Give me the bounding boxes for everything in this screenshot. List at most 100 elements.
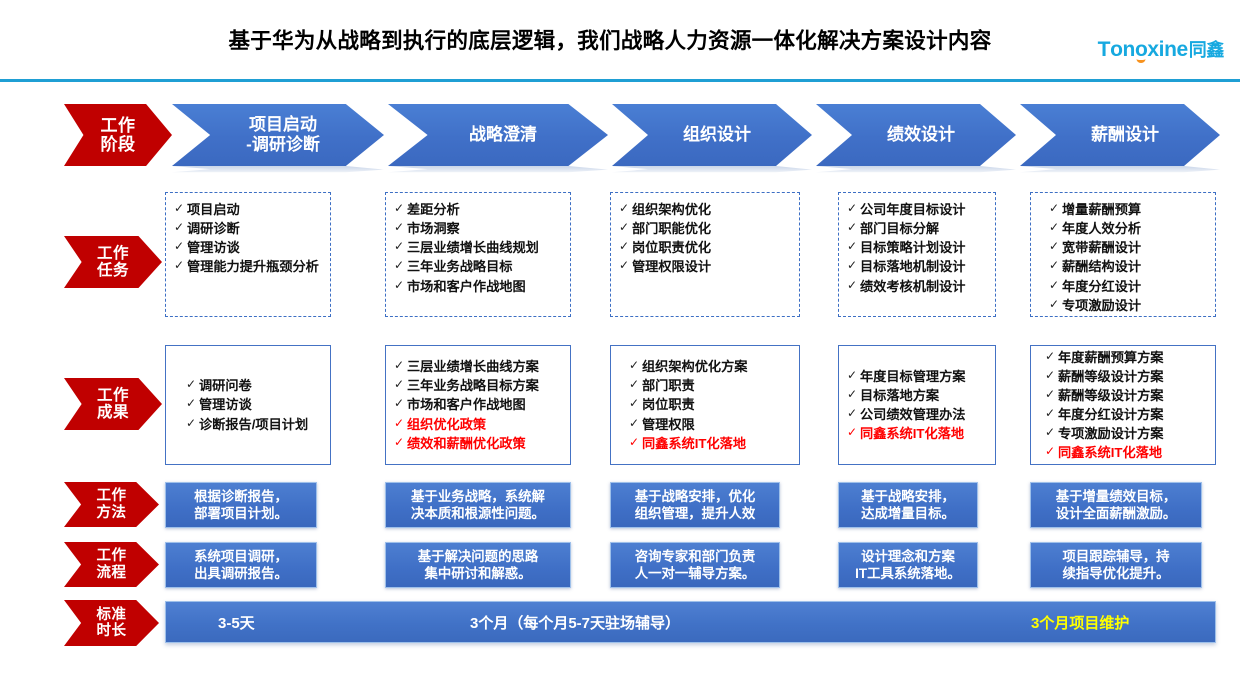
check-icon: ✓ [1049, 296, 1060, 311]
stage-chevron-2[interactable]: 战略澄清 [388, 104, 608, 166]
stage-chevron-4[interactable]: 绩效设计 [816, 104, 1016, 166]
method-box-1: 根据诊断报告， 部署项目计划。 [165, 482, 317, 528]
task-card-2: ✓差距分析 ✓市场洞察 ✓三层业绩增长曲线规划 ✓三年业务战略目标 ✓市场和客户… [385, 192, 571, 317]
method-line1: 基于战略安排， [861, 488, 955, 504]
result-item: ✓诊断报告/项目计划 [186, 415, 309, 432]
task-item: ✓目标策略计划设计 [847, 239, 966, 256]
check-icon: ✓ [847, 425, 858, 440]
check-icon: ✓ [394, 239, 405, 254]
task-item: ✓部门职能优化 [619, 220, 712, 237]
stage-chevron-3[interactable]: 组织设计 [612, 104, 812, 166]
method-line1: 基于战略安排，优化 [634, 488, 756, 504]
check-icon: ✓ [619, 239, 630, 254]
result-card-2: ✓三层业绩增长曲线方案 ✓三年业务战略目标方案 ✓市场和客户作战地图 ✓组织优化… [385, 345, 571, 465]
check-icon: ✓ [1045, 444, 1056, 459]
row-label-work-task: 工作 任务 [64, 236, 162, 288]
duration-item-3: 3个月项目维护 [1031, 602, 1129, 642]
result-item: ✓年度分红设计方案 [1045, 406, 1164, 422]
stage-chevron-shadow [612, 166, 812, 173]
task-card-3: ✓组织架构优化 ✓部门职能优化 ✓岗位职责优化 ✓管理权限设计 [610, 192, 800, 317]
process-box-3: 咨询专家和部门负责 人一对一辅导方案。 [610, 542, 780, 588]
header-divider [0, 79, 1240, 82]
task-card-5: ✓增量薪酬预算 ✓年度人效分析 ✓宽带薪酬设计 ✓薪酬结构设计 ✓年度分红设计 … [1030, 192, 1216, 317]
method-line1: 基于业务战略，系统解 [411, 488, 545, 504]
process-line1: 咨询专家和部门负责 [634, 548, 756, 564]
result-item: ✓目标落地方案 [847, 386, 940, 403]
check-icon: ✓ [629, 396, 640, 411]
task-item: ✓三年业务战略目标 [394, 258, 513, 275]
result-card-4: ✓年度目标管理方案 ✓目标落地方案 ✓公司绩效管理办法 ✓同鑫系统IT化落地 [838, 345, 996, 465]
brand-letters-on: on [1110, 38, 1135, 61]
process-line1: 设计理念和方案 [861, 548, 955, 564]
check-icon: ✓ [629, 377, 640, 392]
check-icon: ✓ [1045, 406, 1056, 420]
check-icon: ✓ [186, 377, 197, 392]
result-item: ✓岗位职责 [629, 396, 695, 413]
brand-letter-t: T [1097, 38, 1111, 61]
result-item: ✓薪酬等级设计方案 [1045, 367, 1164, 384]
stage-chevron-shadow [172, 166, 384, 173]
process-line2: 集中研讨和解惑。 [424, 566, 532, 581]
task-item: ✓公司年度目标设计 [847, 201, 966, 217]
row-label-work-process: 工作 流程 [64, 542, 159, 587]
check-icon: ✓ [847, 201, 858, 215]
process-box-2: 基于解决问题的思路 集中研讨和解惑。 [385, 542, 571, 588]
check-icon: ✓ [1045, 367, 1056, 382]
row-label-line2: 成果 [96, 404, 129, 421]
brand-letters-xine: xine [1147, 38, 1188, 61]
process-box-1: 系统项目调研， 出具调研报告。 [165, 542, 317, 588]
stage-chevron-shadow [816, 166, 1016, 173]
brand-chinese-name: 同鑫 [1188, 40, 1225, 60]
task-item: ✓项目启动 [174, 201, 240, 217]
check-icon: ✓ [174, 258, 185, 273]
stage-chevron-shadow [388, 166, 608, 173]
method-box-5: 基于增量绩效目标， 设计全面薪酬激励。 [1030, 482, 1202, 528]
process-line2: 续指导优化提升。 [1062, 566, 1170, 581]
row-label-work-result: 工作 成果 [64, 378, 162, 430]
task-item: ✓年度分红设计 [1049, 277, 1142, 294]
stage-chevron-shadow [1020, 166, 1220, 173]
check-icon: ✓ [1045, 386, 1056, 401]
task-item: ✓管理权限设计 [619, 258, 712, 275]
check-icon: ✓ [629, 358, 640, 373]
stage-chevron-1[interactable]: 项目启动 -调研诊断 [172, 104, 384, 166]
check-icon: ✓ [847, 406, 858, 420]
result-item: ✓部门职责 [629, 377, 695, 394]
row-label-line1: 工作 [96, 488, 127, 505]
stage-label-line1: 绩效设计 [887, 124, 955, 144]
check-icon: ✓ [1045, 425, 1056, 440]
row-label-work-method: 工作 方法 [64, 482, 159, 527]
result-item-highlight: ✓同鑫系统IT化落地 [847, 425, 965, 442]
process-line2: 出具调研报告。 [194, 566, 288, 581]
row-label-work-stage: 工作 阶段 [64, 104, 172, 166]
task-item: ✓三层业绩增长曲线规划 [394, 239, 539, 256]
stage-chevron-5[interactable]: 薪酬设计 [1020, 104, 1220, 166]
row-label-line2: 时长 [96, 623, 127, 639]
process-line1: 基于解决问题的思路 [417, 548, 539, 564]
result-item: ✓年度薪酬预算方案 [1045, 348, 1164, 365]
check-icon: ✓ [619, 220, 630, 235]
result-item: ✓调研问卷 [186, 377, 252, 394]
duration-text: 3个月项目维护 [1031, 614, 1130, 632]
check-icon: ✓ [847, 220, 858, 235]
result-item-highlight: ✓同鑫系统IT化落地 [1045, 444, 1163, 461]
brand-smile-accent-icon [1136, 55, 1146, 63]
result-item: ✓薪酬等级设计方案 [1045, 386, 1164, 403]
method-box-2: 基于业务战略，系统解 决本质和根源性问题。 [385, 482, 571, 528]
check-icon: ✓ [1049, 220, 1060, 235]
method-box-4: 基于战略安排， 达成增量目标。 [838, 482, 978, 528]
row-label-line1: 工作 [96, 548, 127, 565]
check-icon: ✓ [619, 258, 630, 273]
check-icon: ✓ [394, 415, 405, 430]
row-label-line1: 标准 [96, 606, 127, 623]
task-item: ✓增量薪酬预算 [1049, 201, 1142, 217]
result-item: ✓管理访谈 [186, 396, 252, 413]
check-icon: ✓ [186, 396, 197, 411]
method-line2: 决本质和根源性问题。 [411, 506, 545, 521]
check-icon: ✓ [847, 367, 858, 382]
stage-label-line1: 组织设计 [683, 124, 751, 144]
check-icon: ✓ [174, 239, 185, 254]
task-card-1: ✓项目启动 ✓调研诊断 ✓管理访谈 ✓管理能力提升瓶颈分析 [165, 192, 331, 317]
task-item: ✓薪酬结构设计 [1049, 258, 1142, 275]
result-item-highlight: ✓组织优化政策 [394, 415, 487, 432]
